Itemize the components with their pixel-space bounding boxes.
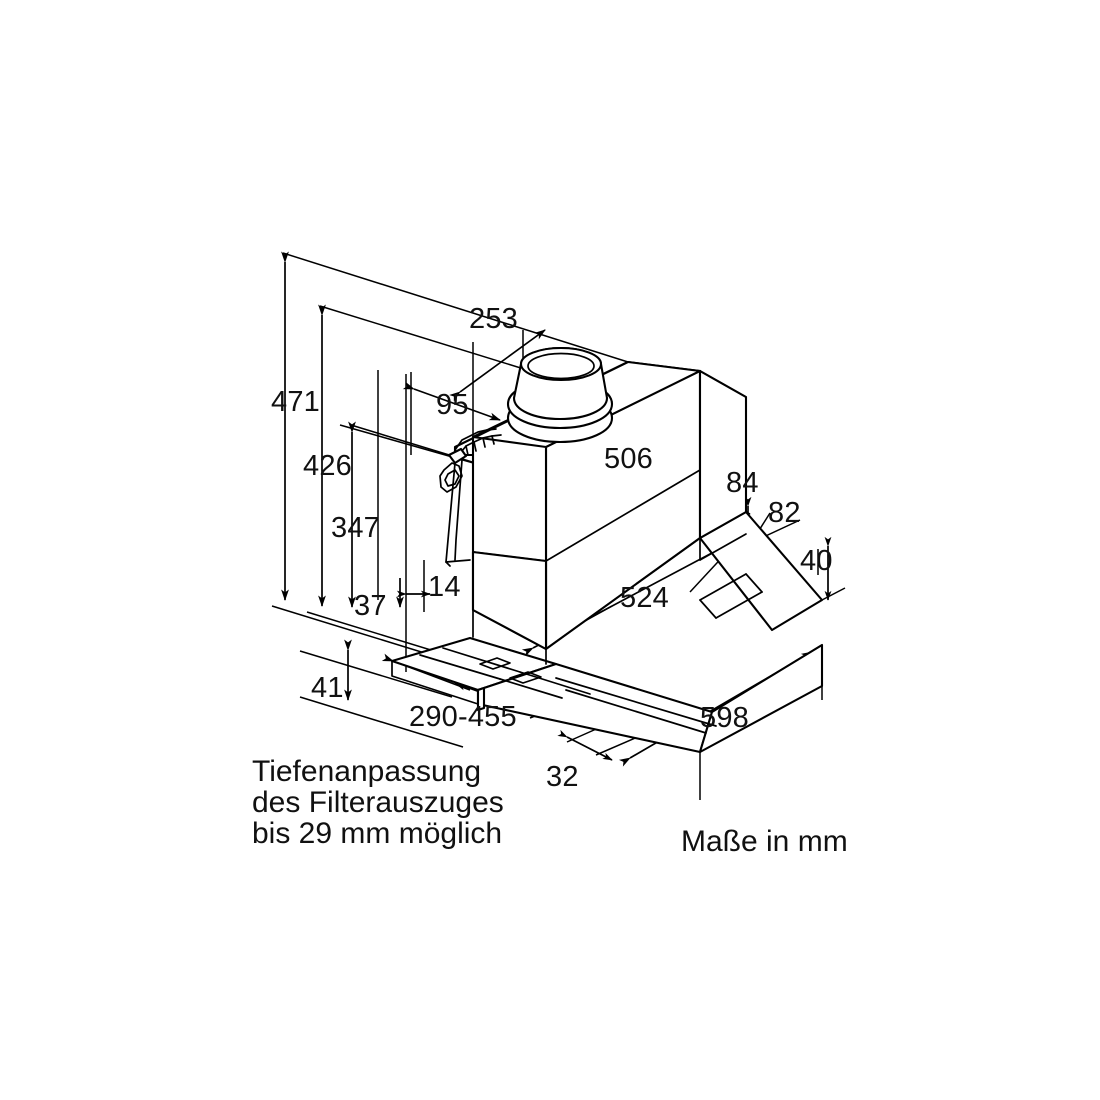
dimension-label-426: 426 <box>303 450 352 482</box>
depth-note-line-2: des Filterauszuges <box>252 786 504 819</box>
depth-note-line-3: bis 29 mm möglich <box>252 817 502 850</box>
dimension-label-95: 95 <box>436 389 469 421</box>
extractor-hood-isometric <box>339 346 824 754</box>
duct-collar <box>506 346 614 444</box>
dimension-labels: 471 426 347 253 95 506 524 84 82 40 37 1… <box>271 303 833 793</box>
dimension-label-32: 32 <box>546 761 579 793</box>
dimension-label-471: 471 <box>271 386 320 418</box>
dimension-label-506: 506 <box>604 443 653 475</box>
dimension-label-14: 14 <box>428 571 461 603</box>
depth-note-line-1: Tiefenanpassung <box>252 755 481 788</box>
dimension-label-40: 40 <box>800 545 833 577</box>
drawing-notes: Tiefenanpassung des Filterauszuges bis 2… <box>252 755 848 858</box>
dimension-label-41: 41 <box>311 672 344 704</box>
dimension-label-37: 37 <box>354 590 387 622</box>
dimension-label-524: 524 <box>620 582 669 614</box>
dimension-label-84: 84 <box>726 467 759 499</box>
dimension-label-598: 598 <box>700 702 749 734</box>
dimension-label-82: 82 <box>768 497 801 529</box>
units-note: Maße in mm <box>681 825 848 858</box>
hinge-bracket-assembly <box>439 428 502 567</box>
front-panel <box>698 369 748 540</box>
dimension-label-253: 253 <box>469 303 518 335</box>
dimension-label-290-455: 290-455 <box>409 701 517 733</box>
dimension-label-347: 347 <box>331 512 380 544</box>
pullout-filter-frame <box>390 369 824 754</box>
